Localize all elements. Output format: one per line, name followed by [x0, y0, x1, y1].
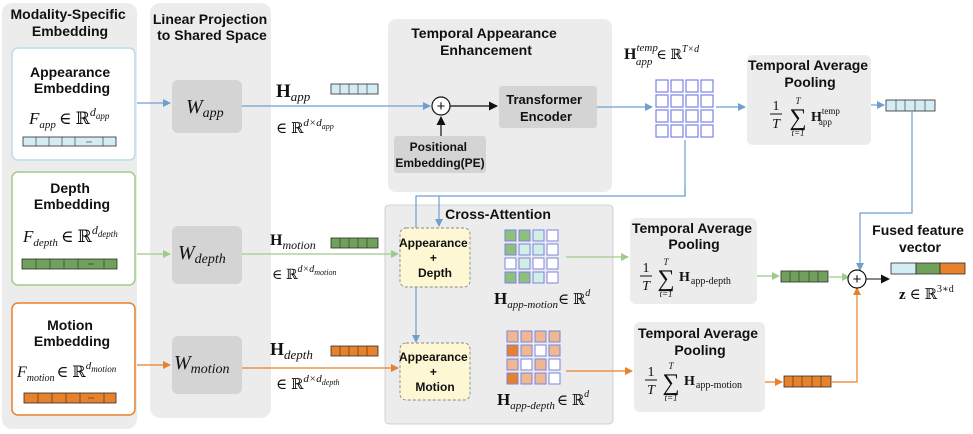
svg-text:Happ-depth: Happ-depth	[679, 270, 731, 287]
svg-text:t=1: t=1	[659, 289, 672, 299]
h-motion-bar	[330, 237, 379, 249]
fused-vector-space: z∈ ℝ3∗d	[899, 284, 954, 303]
depth-feature-bar	[21, 258, 118, 270]
pooled-depth-bar	[780, 270, 829, 283]
pooling-mid-title: Temporal Average Pooling	[632, 220, 756, 252]
svg-text:T: T	[663, 257, 669, 267]
h-app-space: ∈ ℝd×dapp	[276, 117, 334, 137]
cross-attention-grid-motion	[506, 330, 561, 385]
h-depth-space: ∈ ℝd×ddepth	[276, 373, 340, 393]
positional-embedding-label: Positional Embedding(PE)	[395, 140, 484, 170]
motion-embedding-title: Motion Embedding	[34, 317, 110, 349]
appearance-embedding-box	[11, 47, 136, 161]
svg-text:T: T	[795, 96, 801, 106]
fusion-add-symbol: +	[853, 271, 862, 288]
projection-column-title: Linear Projection to Shared Space	[153, 11, 271, 43]
svg-text:1: 1	[643, 261, 650, 276]
arrow-pooled-motion-to-fusion	[831, 287, 861, 383]
svg-text:1: 1	[773, 99, 780, 114]
h-app-depth-label: Happ-depth∈ ℝd	[497, 389, 590, 412]
svg-text:1: 1	[648, 365, 655, 380]
pooling-bottom-title: Temporal Average Pooling	[638, 325, 762, 358]
motion-feature-bar	[23, 392, 117, 404]
appearance-embedding-formula: Fapp∈ ℝdapp	[28, 105, 110, 131]
cross-attention-depth-block	[399, 227, 471, 288]
w-app-label: Wapp	[186, 96, 224, 121]
transformer-encoder-label: Transformer Encoder	[506, 92, 586, 124]
w-depth-label: Wdepth	[178, 242, 226, 267]
h-depth-bar	[330, 345, 379, 357]
depth-embedding-box	[11, 171, 136, 286]
pooling-mid-formula: 1 T T ∑ t=1 Happ-depth	[640, 257, 731, 299]
svg-text:T: T	[772, 117, 781, 132]
cross-attention-motion-label: Appearance + Motion	[399, 350, 471, 394]
svg-text:T: T	[642, 279, 651, 294]
h-motion-space: ∈ ℝd×dmotion	[272, 264, 336, 283]
pooled-appearance-bar	[885, 99, 936, 112]
motion-embedding-formula: Fmotion∈ ℝdmotion	[16, 360, 117, 384]
modality-column-title: Modality-Specific Embedding	[10, 6, 129, 39]
h-motion-label: Hmotion	[270, 232, 316, 252]
svg-text:∑: ∑	[657, 266, 674, 292]
svg-text:Happ-motion: Happ-motion	[684, 374, 742, 391]
transformer-encoder-block	[499, 86, 597, 128]
cross-attention-grid-depth	[504, 229, 559, 284]
fused-feature-bar	[890, 262, 966, 275]
motion-embedding-box	[11, 302, 136, 416]
arrow-grid-to-cross-depth	[435, 140, 686, 227]
cross-attention-title: Cross-Attention	[445, 206, 551, 222]
pooled-motion-bar	[783, 375, 832, 388]
svg-text:T: T	[647, 383, 656, 398]
depth-embedding-title: Depth Embedding	[34, 180, 110, 212]
pooling-bottom-formula: 1 T T ∑ t=1 Happ-motion	[645, 361, 742, 403]
cross-attention-motion-block	[399, 342, 471, 401]
add-pe-operator-symbol: +	[437, 98, 446, 115]
w-motion-block	[172, 336, 242, 394]
arrow-pooled-appearance-to-fusion	[856, 111, 913, 271]
h-depth-label: Hdepth	[270, 339, 313, 362]
h-app-bar	[330, 83, 379, 95]
appearance-embedding-title: Appearance Embedding	[30, 64, 114, 96]
fused-vector-title: Fused feature vector	[872, 222, 968, 255]
svg-text:∑: ∑	[662, 370, 679, 396]
h-app-label: Happ	[276, 81, 311, 104]
svg-text:T: T	[668, 361, 674, 371]
svg-text:t=1: t=1	[791, 128, 804, 138]
h-app-motion-label: Happ-motion∈ ℝd	[494, 288, 591, 311]
w-motion-label: Wmotion	[174, 352, 230, 377]
svg-text:t=1: t=1	[664, 393, 677, 403]
arrow-grid-to-cross-motion	[416, 186, 686, 342]
appearance-feature-bar	[22, 136, 117, 147]
depth-embedding-formula: Fdepth∈ ℝddepth	[22, 223, 118, 249]
pooling-top-title: Temporal Average Pooling	[748, 57, 872, 90]
w-app-block	[172, 80, 242, 133]
w-depth-block	[172, 226, 242, 284]
pooling-bottom-panel	[634, 322, 765, 412]
temporal-token-grid	[655, 79, 714, 138]
cross-attention-depth-label: Appearance + Depth	[399, 236, 471, 280]
svg-text:∑: ∑	[789, 105, 806, 131]
temporal-enhancement-title: Temporal Appearance Enhancement	[411, 25, 560, 58]
positional-embedding-block	[394, 136, 486, 173]
pooling-top-panel	[747, 55, 871, 145]
pooling-mid-panel	[630, 218, 757, 304]
